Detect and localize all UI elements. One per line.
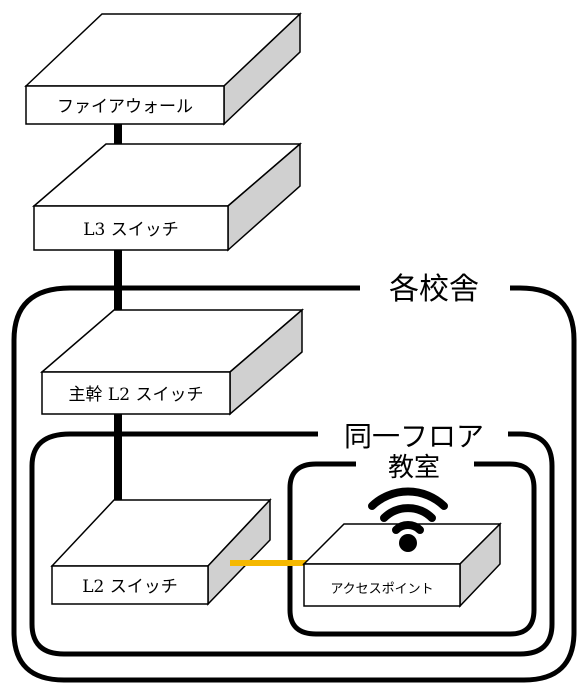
campus-area: 各校舎 xyxy=(11,272,577,683)
wifi-icon xyxy=(368,487,448,552)
classroom-area: 教室 xyxy=(287,453,537,637)
firewall-label: ファイアウォール xyxy=(57,97,193,117)
classroom-label: 教室 xyxy=(388,453,440,483)
l3-switch-device: L3 スイッチ xyxy=(31,142,303,252)
core-l2-switch-device: 主幹 L2 スイッチ xyxy=(39,308,305,416)
core-l2-switch-label: 主幹 L2 スイッチ xyxy=(69,384,204,405)
floor-area: 同一フロア xyxy=(29,420,555,657)
floor-label: 同一フロア xyxy=(344,420,484,453)
l3-switch-label: L3 スイッチ xyxy=(83,220,179,240)
access-point-label: アクセスポイント xyxy=(330,582,433,597)
l2-switch-device: L2 スイッチ xyxy=(50,498,272,606)
l2-switch-label: L2 スイッチ xyxy=(82,577,178,597)
campus-label: 各校舎 xyxy=(389,272,479,307)
firewall-device: ファイアウォール xyxy=(24,12,302,126)
